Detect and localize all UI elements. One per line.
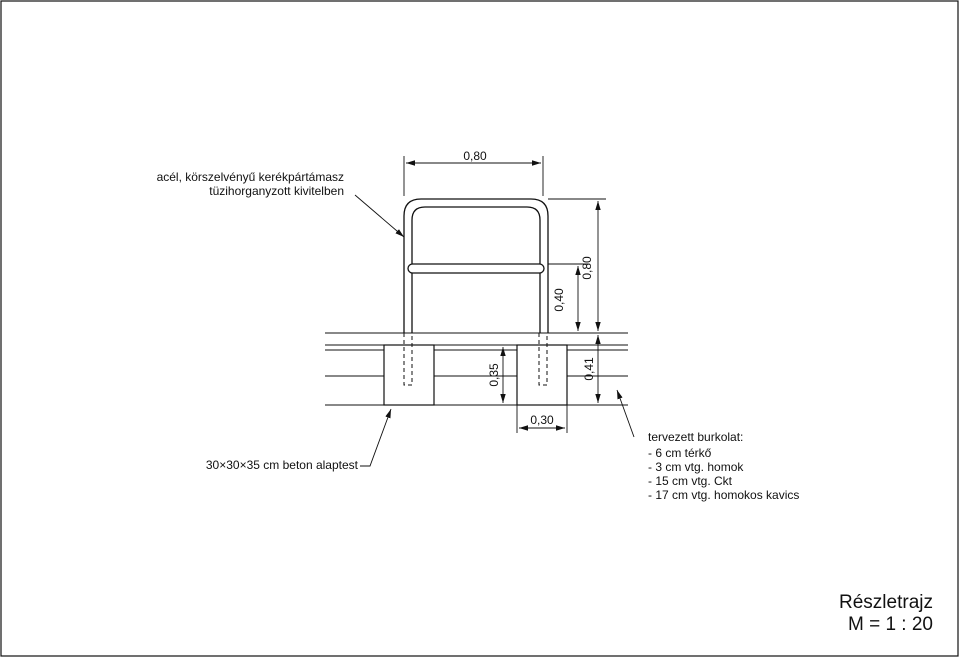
paving-layer: - 17 cm vtg. homokos kavics (648, 488, 799, 502)
leader-rack (354, 194, 405, 238)
paving-layer: - 3 cm vtg. homok (648, 460, 744, 474)
dim-rack-width-label: 0,80 (463, 149, 487, 163)
dim-foundation-width (516, 405, 568, 433)
dim-foundation-depth-label: 0,35 (487, 363, 501, 387)
drawing-scale: M = 1 : 20 (847, 614, 933, 635)
embedded-post-right (538, 333, 548, 386)
foundation-block-right (516, 344, 568, 406)
dim-paving-depth-label: 0,41 (582, 357, 596, 381)
bike-rack (403, 198, 549, 333)
leader-paving (616, 389, 635, 438)
paving-callout-title: tervezett burkolat: (648, 430, 743, 444)
embedded-post-left (403, 333, 413, 386)
rack-crossbar (407, 263, 545, 274)
drawing-title: Részletrajz (839, 592, 933, 613)
embedded-posts (403, 333, 548, 386)
leader-foundation (360, 408, 392, 467)
dim-rail-height-label: 0,40 (552, 288, 566, 312)
rack-callout-line-2: tüzihorganyzott kivitelben (209, 184, 344, 198)
rack-callout-line-1: acél, körszelvényű kerékpártámasz (157, 170, 344, 184)
foundation-callout: 30×30×35 cm beton alaptest (206, 458, 359, 472)
paving-layer: - 6 cm térkő (648, 446, 712, 460)
dim-foundation-width-label: 0,30 (530, 413, 554, 427)
rack-tube-inner (411, 206, 541, 333)
dim-total-height-label: 0,80 (580, 256, 594, 280)
dim-total-height (548, 198, 606, 331)
leader-lines (354, 194, 635, 467)
foundation-block-left (383, 344, 435, 406)
dim-rail-height (548, 263, 588, 331)
dim-rack-width (403, 156, 544, 196)
pavement-layers (325, 332, 628, 406)
paving-layer: - 15 cm vtg. Ckt (648, 474, 733, 488)
rack-tube-outer (403, 198, 549, 333)
